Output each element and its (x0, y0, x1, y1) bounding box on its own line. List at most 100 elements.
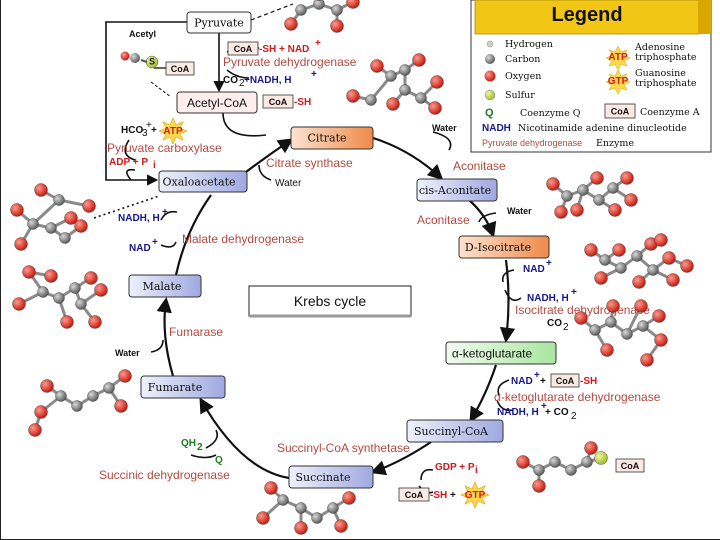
enzyme-aconitase-2: Aconitase (417, 213, 470, 227)
enzyme-akg-dehydrogenase: α-ketoglutarate dehydrogenase (494, 390, 661, 404)
carbon-atom (27, 218, 39, 230)
oxygen-atom (590, 171, 604, 185)
q-label: Q (215, 455, 223, 466)
node-citrate[interactable]: Citrate (290, 126, 374, 150)
isocitrate-molecule (584, 233, 694, 289)
water-aconitase-1: Water (432, 123, 457, 133)
node-citrate-label: Citrate (307, 132, 346, 145)
node-malate-label: Malate (143, 280, 182, 293)
node-succinyl-coa[interactable]: Succinyl-CoA (406, 419, 504, 443)
node-fumarate[interactable]: Fumarate (140, 375, 226, 399)
oxygen-atom (640, 353, 654, 367)
oxygen-atom (74, 219, 88, 233)
nadh-isocitrate: NADH, H (527, 293, 569, 304)
carbon-atom (87, 390, 99, 402)
carbon-atom (295, 4, 307, 16)
nadh-malate-sup: + (162, 207, 168, 218)
node-acetyl-coa-label: Acetyl-CoA (187, 96, 247, 110)
oxygen-atom (64, 211, 78, 225)
carbon-atom (55, 390, 67, 402)
nad-akg-sup: + (534, 370, 540, 381)
node-acetyl-coa[interactable]: Acetyl-CoA (176, 91, 258, 114)
enzyme-fumarase: Fumarase (169, 325, 223, 339)
carbon-atom (71, 400, 83, 412)
plus-akg: + (540, 376, 546, 387)
node-oxaloacetate[interactable]: Oxaloacetate (158, 170, 248, 193)
akg-molecule (574, 299, 668, 367)
node-malate[interactable]: Malate (128, 274, 202, 298)
legend-oxygen: Oxygen (505, 71, 541, 82)
co2-akg: + CO (545, 407, 569, 418)
node-pyruvate[interactable]: Pyruvate (186, 11, 252, 34)
oxygen-atom (546, 177, 560, 191)
carbon-atom (331, 4, 343, 16)
node-d-isocitrate[interactable]: D-Isocitrate (458, 235, 550, 259)
water-citrate: Water (275, 178, 302, 189)
co2-akg-sub: 2 (571, 411, 577, 422)
coa-box-2: CoA (269, 97, 288, 107)
cycle-ring (156, 136, 516, 480)
carbon-atom (53, 194, 65, 206)
nadh-label-1: +NADH, H (244, 75, 292, 86)
node-alpha-ketoglutarate[interactable]: α-ketoglutarate (445, 341, 557, 365)
carbon-atom (621, 328, 633, 340)
oxygen-atom (84, 271, 98, 285)
oxygen-atom (594, 271, 608, 285)
oxygen-atom (654, 233, 668, 247)
carbon-atom (637, 320, 649, 332)
legend-q-symbol: Q (485, 107, 494, 119)
coa-box-1: CoA (234, 44, 253, 54)
oxygen-atom (88, 315, 102, 329)
nad-akg: NAD (511, 376, 533, 387)
nadh-akg: NADH, H (497, 407, 539, 418)
carbon-atom (313, 0, 325, 10)
carbon-atom (605, 316, 617, 328)
malate-molecule (12, 265, 108, 329)
legend-gtp-line2: triphosphate (635, 78, 697, 89)
water-fumarase: Water (115, 348, 140, 358)
oxygen-atom (574, 311, 588, 325)
carbon-atom (385, 70, 397, 82)
gtp-star: GTP (465, 490, 486, 501)
node-succinate[interactable]: Succinate (288, 465, 374, 489)
citrate-molecule-1 (546, 171, 638, 219)
oxygen-atom (94, 283, 108, 297)
oxygen-atom (22, 265, 36, 279)
title-label: Krebs cycle (294, 293, 367, 309)
carbon-atom (399, 64, 411, 76)
legend-hydrogen: Hydrogen (505, 39, 553, 50)
oxygen-atom (666, 273, 680, 287)
sub-i-2: i (475, 465, 478, 476)
node-oxaloacetate-label: Oxaloacetate (162, 176, 235, 189)
carbon-atom (631, 250, 643, 262)
nadh-isocitrate-sup: + (571, 287, 577, 298)
coa-box-succinyl: CoA (621, 461, 640, 471)
enzyme-citrate-synthase: Citrate synthase (266, 156, 353, 170)
carbon-atom (615, 262, 627, 274)
legend-gtp-symbol: GTP (608, 76, 629, 87)
oxygen-atom (600, 343, 614, 357)
carbon-atom (415, 92, 427, 104)
oxygen-atom (114, 399, 128, 413)
oxygen-atom (606, 299, 620, 313)
carbon-atom (647, 264, 659, 276)
carbon-atom (565, 464, 577, 476)
oxygen-atom (10, 203, 24, 217)
oxygen-atom (532, 479, 546, 493)
enzyme-malate-dehydrogenase: Malate dehydrogenase (182, 232, 304, 246)
oxygen-atom (652, 309, 666, 323)
legend-gtp-line1: Guanosine (635, 68, 686, 79)
co2-isocitrate-sub: 2 (563, 322, 569, 333)
oxygen-atom (294, 521, 308, 535)
oxygen-atom (584, 243, 598, 257)
carbon-atom (75, 298, 87, 310)
plus-gtp: + (450, 490, 456, 501)
enzyme-succinic-dehydrogenase: Succinic dehydrogenase (99, 468, 230, 482)
node-pyruvate-label: Pyruvate (194, 17, 244, 30)
oxygen-atom (634, 299, 648, 313)
molecule-models (10, 0, 694, 535)
node-cis-aconitate[interactable]: cis-Aconitate (416, 178, 498, 202)
legend-nadh-symbol: NADH (482, 123, 511, 134)
oxygen-atom (608, 203, 622, 217)
